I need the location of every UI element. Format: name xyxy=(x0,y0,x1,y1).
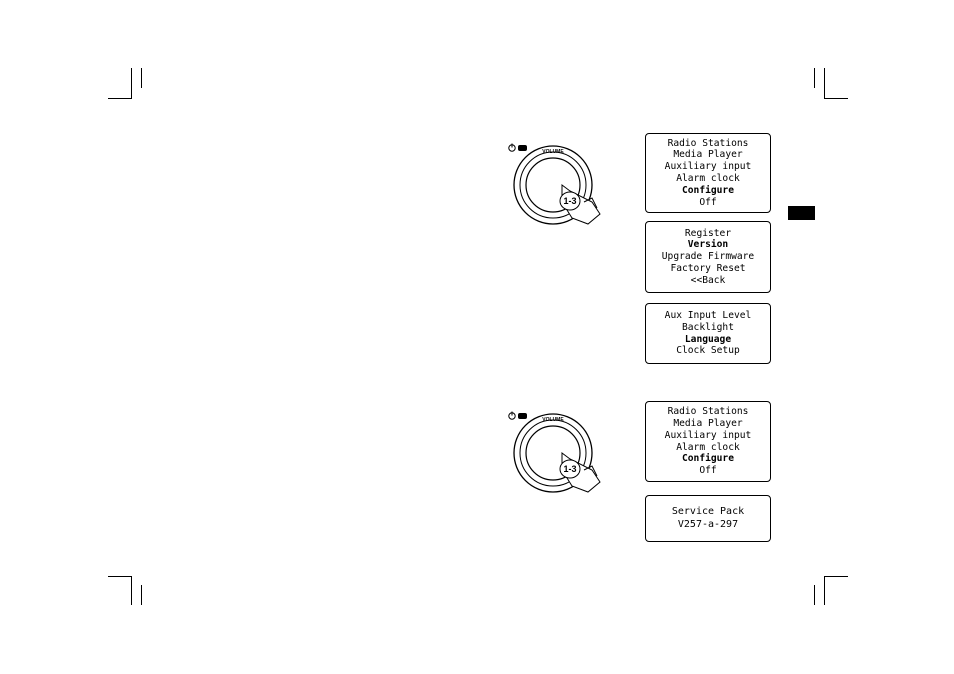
menu-item: Clock Setup xyxy=(676,345,740,357)
callout-label: 1-3 xyxy=(563,464,576,474)
menu-item: Auxiliary input xyxy=(665,430,752,442)
volume-knob-illustration-2: VOLUME 1-3 xyxy=(500,406,610,496)
menu-item: Auxiliary input xyxy=(665,161,752,173)
menu-item: Upgrade Firmware xyxy=(662,251,754,263)
menu-item: Media Player xyxy=(673,418,742,430)
menu-item-selected: Language xyxy=(685,334,731,346)
menu-item: Factory Reset xyxy=(670,263,745,275)
power-icon xyxy=(509,412,515,420)
menu-item: Alarm clock xyxy=(676,173,740,185)
menu-item: V257-a-297 xyxy=(678,519,738,532)
language-tab-marker xyxy=(788,206,815,220)
menu-item-selected: Configure xyxy=(682,453,734,465)
volume-label: VOLUME xyxy=(542,417,564,423)
standby-indicator xyxy=(518,145,527,151)
menu-item: Register xyxy=(685,228,731,240)
menu-item-selected: Configure xyxy=(682,185,734,197)
menu-item: Alarm clock xyxy=(676,442,740,454)
menu-item: Off xyxy=(699,197,716,209)
menu-item: Service Pack xyxy=(672,506,744,519)
menu-item-selected: Version xyxy=(688,239,728,251)
menu-item: Radio Stations xyxy=(668,406,749,418)
menu-item: Media Player xyxy=(673,149,742,161)
menu-item: Radio Stations xyxy=(668,138,749,150)
menu-item: Off xyxy=(699,465,716,477)
callout-label: 1-3 xyxy=(563,196,576,206)
volume-label: VOLUME xyxy=(542,149,564,155)
power-icon xyxy=(509,144,515,152)
standby-indicator xyxy=(518,413,527,419)
volume-knob-illustration-1: VOLUME 1-3 xyxy=(500,138,610,228)
menu-item: Backlight xyxy=(682,322,734,334)
menu-item: Aux Input Level xyxy=(665,310,752,322)
menu-item: <<Back xyxy=(691,275,726,287)
